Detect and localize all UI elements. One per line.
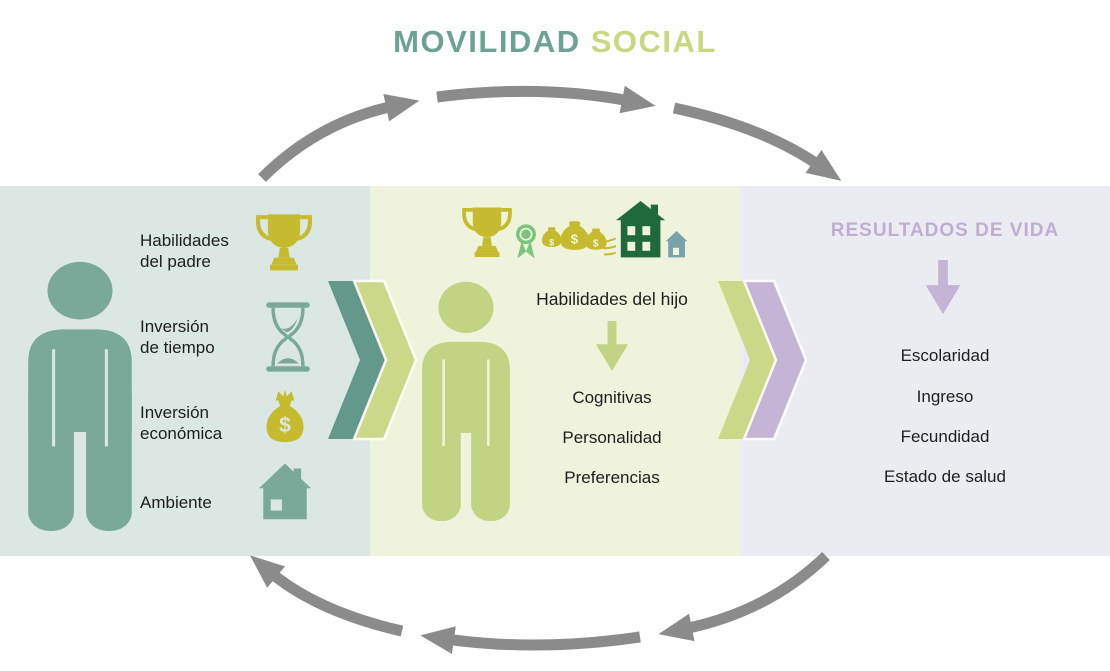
label-habilidades-del-padre: Habilidades del padre <box>140 231 229 272</box>
money-bags-icon: $ $ $ <box>541 221 616 256</box>
heading-resultados-de-vida: RESULTADOS DE VIDA <box>830 220 1060 241</box>
label-personalidad: Personalidad <box>562 428 662 447</box>
award-ribbon-icon <box>516 224 536 259</box>
label-estado-de-salud: Estado de salud <box>884 467 1006 486</box>
cycle-arrow-top-left <box>258 93 420 182</box>
title-movilidad: MOVILIDAD <box>393 24 581 59</box>
cycle-arrow-bottom-middle <box>420 626 641 654</box>
trophy-icon <box>255 214 313 271</box>
svg-text:$: $ <box>593 238 599 249</box>
small-house-icon <box>665 231 688 258</box>
label-cognitivas: Cognitivas <box>572 388 652 407</box>
cycle-arrow-top-middle <box>436 85 656 114</box>
down-arrow-icon <box>595 321 629 371</box>
houses-icon <box>616 201 688 258</box>
page-title: MOVILIDAD SOCIAL <box>0 24 1110 60</box>
label-ingreso: Ingreso <box>916 387 974 406</box>
label-escolaridad: Escolaridad <box>900 346 990 365</box>
label-preferencias: Preferencias <box>564 468 660 487</box>
chevron-left-to-middle <box>328 279 418 441</box>
heading-habilidades-del-hijo: Habilidades del hijo <box>536 289 688 309</box>
down-arrow-icon <box>925 260 961 314</box>
house-icon <box>258 463 312 520</box>
title-social: SOCIAL <box>590 24 717 59</box>
cycle-arrow-bottom-right <box>658 552 830 642</box>
svg-text:$: $ <box>549 237 554 247</box>
money-bag-icon: $ <box>266 389 304 443</box>
svg-text:$: $ <box>279 414 291 437</box>
cycle-arrow-top-right <box>672 102 842 181</box>
label-inversion-economica: Inversión económica <box>140 403 223 444</box>
svg-text:$: $ <box>571 231 579 246</box>
label-fecundidad: Fecundidad <box>900 427 990 446</box>
cycle-arrow-bottom-left <box>250 555 404 637</box>
trophy-icon <box>462 207 512 258</box>
chevron-middle-to-right <box>718 279 808 441</box>
label-ambiente: Ambiente <box>140 493 212 512</box>
hourglass-icon <box>266 302 310 372</box>
parent-figure <box>28 261 132 531</box>
child-figure <box>422 281 510 521</box>
label-inversion-de-tiempo: Inversión de tiempo <box>140 317 215 358</box>
